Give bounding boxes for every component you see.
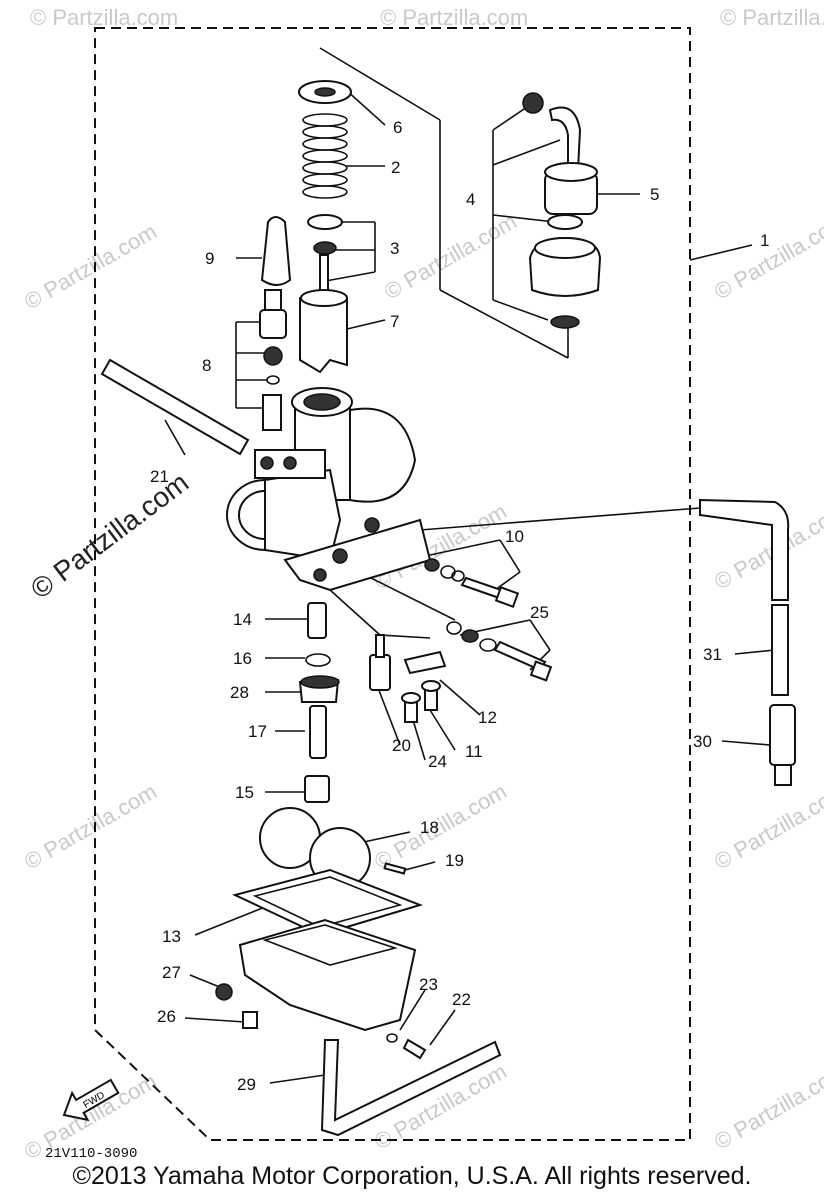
part-2-spring xyxy=(302,113,348,199)
callout-11: 11 xyxy=(465,742,483,761)
callout-14: 14 xyxy=(233,610,252,629)
callout-6: 6 xyxy=(393,118,402,137)
parts: FWD xyxy=(62,80,796,1137)
part-21-hose xyxy=(100,358,250,456)
part-19-pin xyxy=(383,862,407,875)
part-26-bolt xyxy=(242,1011,258,1029)
watermark-faint: © Partzilla.com xyxy=(710,1059,824,1155)
watermark-faint: © Partzilla.com xyxy=(20,219,161,315)
callout-28: 28 xyxy=(230,683,249,702)
callout-4: 4 xyxy=(466,190,475,209)
part-10-throttle-stop-screw xyxy=(424,558,520,608)
callout-2: 2 xyxy=(391,158,400,177)
watermark-faint: © Partzilla.com xyxy=(380,5,528,30)
watermark-faint: © Partzilla.com xyxy=(30,5,178,30)
callout-12: 12 xyxy=(478,708,497,727)
watermark-faint: © Partzilla.com xyxy=(380,209,521,305)
callout-23: 23 xyxy=(419,975,438,994)
watermark-brand: © Partzilla.com xyxy=(25,466,194,604)
part-22-drain-screw xyxy=(402,1038,427,1060)
callout-3: 3 xyxy=(390,239,399,258)
part-12-plate xyxy=(403,650,447,675)
diagram-code: 21V110-3090 xyxy=(45,1146,137,1162)
callout-20: 20 xyxy=(392,736,411,755)
assembly-boundary xyxy=(94,27,691,1141)
callout-27: 27 xyxy=(162,963,181,982)
callout-7: 7 xyxy=(390,312,399,331)
part-3-clip xyxy=(313,241,337,255)
callout-16: 16 xyxy=(233,649,252,668)
part-27-washer xyxy=(215,983,233,1001)
callout-labels: 6 2 3 7 9 8 4 5 1 21 10 25 14 16 28 17 1… xyxy=(150,118,769,1094)
watermark-faint: © Partzilla.com xyxy=(710,209,824,305)
watermark-faint: © Partzilla.com xyxy=(370,779,511,875)
copyright-notice: ©2013 Yamaha Motor Corporation, U.S.A. A… xyxy=(72,1162,752,1190)
callout-5: 5 xyxy=(650,185,659,204)
callout-9: 9 xyxy=(205,249,214,268)
callout-1: 1 xyxy=(760,231,769,250)
part-16-oring xyxy=(305,653,331,667)
part-8-screw-set xyxy=(259,289,287,431)
part-3-washer xyxy=(307,214,343,230)
callout-26: 26 xyxy=(157,1007,176,1026)
callout-30: 30 xyxy=(693,732,712,751)
callout-29: 29 xyxy=(237,1075,256,1094)
float-bowl xyxy=(238,918,417,1032)
part-29-drain-hose xyxy=(320,1039,502,1137)
part-20-needle-valve xyxy=(369,654,391,691)
callout-18: 18 xyxy=(420,818,439,837)
callout-10: 10 xyxy=(505,527,524,546)
part-23-oring xyxy=(386,1033,398,1043)
part-13-gasket xyxy=(232,868,424,937)
watermark-faint: © Partzilla.com xyxy=(20,779,161,875)
part-4-5-top-assembly xyxy=(522,92,602,329)
callout-25: 25 xyxy=(530,603,549,622)
callout-8: 8 xyxy=(202,356,211,375)
callout-24: 24 xyxy=(428,752,447,771)
callout-17: 17 xyxy=(248,722,267,741)
watermark-faint: © Partzilla.com xyxy=(720,5,824,30)
callout-31: 31 xyxy=(703,645,722,664)
part-31-hose-lower xyxy=(771,604,789,696)
part-9-cap xyxy=(260,216,292,286)
part-31-vent-hose xyxy=(699,498,790,601)
part-14-jet xyxy=(307,602,327,639)
part-15-main-jet xyxy=(304,775,330,803)
callout-13: 13 xyxy=(162,927,181,946)
part-25-pilot-screw xyxy=(446,621,553,682)
callout-22: 22 xyxy=(452,990,471,1009)
callout-19: 19 xyxy=(445,851,464,870)
part-17-needle-jet xyxy=(309,705,327,759)
part-30-fitting xyxy=(769,704,796,766)
callout-21: 21 xyxy=(150,467,169,486)
callout-15: 15 xyxy=(235,783,254,802)
watermark-faint: © Partzilla.com xyxy=(710,779,824,875)
carburetor-body xyxy=(226,387,432,592)
